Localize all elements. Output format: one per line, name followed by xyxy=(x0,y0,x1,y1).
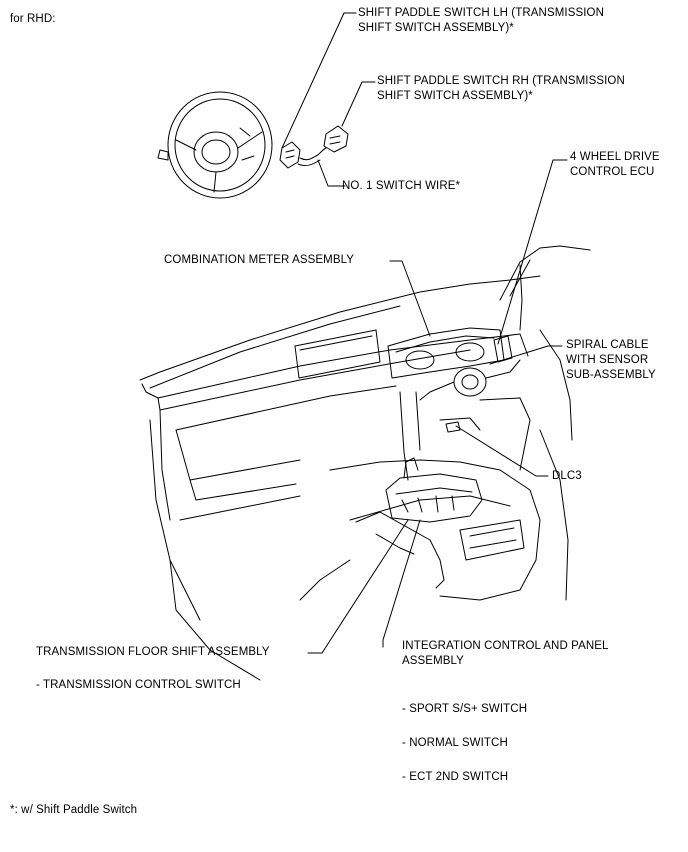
label-normal-switch: - NORMAL SWITCH xyxy=(402,737,508,749)
label-spiral-cable: SPIRAL CABLE WITH SENSOR SUB-ASSEMBLY xyxy=(566,339,656,381)
steering-wheel-illustration xyxy=(157,91,273,199)
label-ect-2nd-switch: - ECT 2ND SWITCH xyxy=(402,771,509,783)
label-transmission-floor-shift: TRANSMISSION FLOOR SHIFT ASSEMBLY xyxy=(36,646,270,658)
variant-heading: for RHD: xyxy=(10,13,56,25)
label-shift-paddle-switch-rh: SHIFT PADDLE SWITCH RH (TRANSMISSION SHI… xyxy=(377,75,625,102)
label-integration-control-panel: INTEGRATION CONTROL AND PANEL ASSEMBLY xyxy=(402,640,609,667)
label-dlc3: DLC3 xyxy=(552,470,582,482)
label-4wd-control-ecu: 4 WHEEL DRIVE CONTROL ECU xyxy=(570,151,660,178)
label-no1-switch-wire: NO. 1 SWITCH WIRE* xyxy=(342,180,461,192)
footnote: *: w/ Shift Paddle Switch xyxy=(10,804,138,816)
label-transmission-control-switch: - TRANSMISSION CONTROL SWITCH xyxy=(36,679,241,691)
label-combination-meter: COMBINATION METER ASSEMBLY xyxy=(164,254,355,266)
label-sport-switch: - SPORT S/S+ SWITCH xyxy=(402,703,528,715)
leader-lines xyxy=(281,12,568,654)
paddle-switch-assembly-illustration xyxy=(279,125,349,169)
dashboard-illustration xyxy=(139,245,591,681)
label-shift-paddle-switch-lh: SHIFT PADDLE SWITCH LH (TRANSMISSION SHI… xyxy=(358,7,604,34)
